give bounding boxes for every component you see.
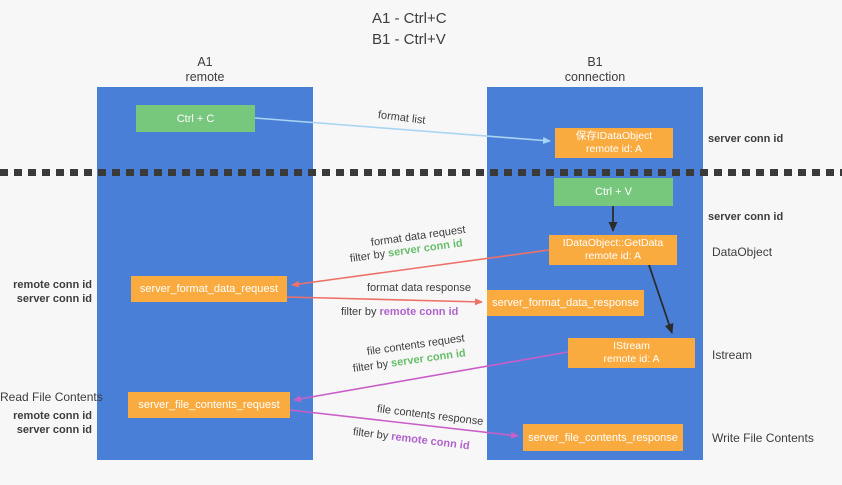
node-idataobject-getdata-line1: IDataObject::GetData [562, 237, 664, 249]
right-label-server-conn-id-2: server conn id [708, 211, 784, 223]
filter-prefix: filter by [349, 247, 389, 265]
flow-label-file-contents-response-filter: filter by remote conn id [352, 426, 470, 452]
right-label-istream: Istream [712, 348, 753, 362]
lifeline-b1-role: connection [564, 70, 626, 84]
lifeline-a1-id: A1 [197, 55, 213, 69]
filter-prefix: filter by [341, 306, 380, 318]
title-line2: B1 - Ctrl+V [372, 31, 446, 48]
node-istream: IStream remote id: A [568, 338, 695, 368]
diagram-title: A1 - Ctrl+C B1 - Ctrl+V [372, 8, 447, 50]
right-label-dataobject: DataObject [712, 245, 773, 259]
filter-prefix: filter by [352, 357, 392, 375]
lifeline-b1-id: B1 [587, 55, 603, 69]
left-label-remote-conn-id-2: remote conn id [13, 410, 92, 422]
node-save-idataobject-line1: 保存IDataObject [575, 130, 653, 142]
phase-divider-dotted-line [0, 169, 842, 176]
node-ctrl-c: Ctrl + C [136, 105, 255, 132]
node-server-format-data-request-label: server_format_data_request [139, 283, 279, 295]
node-istream-line2: remote id: A [603, 353, 660, 365]
filter-highlight-remote-conn-id: remote conn id [379, 306, 459, 318]
flow-label-format-data-response-filter: filter by remote conn id [341, 306, 458, 318]
node-server-file-contents-request-label: server_file_contents_request [138, 399, 280, 411]
lifeline-a1-role: remote [185, 70, 225, 84]
node-server-format-data-response-label: server_format_data_response [492, 297, 639, 309]
lifeline-header-a1: A1 remote [97, 55, 313, 85]
right-label-write-file-contents: Write File Contents [712, 431, 814, 445]
flow-label-file-contents-response: file contents response [376, 403, 484, 428]
node-server-file-contents-request: server_file_contents_request [128, 392, 290, 418]
node-server-file-contents-response: server_file_contents_response [523, 424, 683, 451]
node-ctrl-v: Ctrl + V [554, 178, 673, 206]
node-server-format-data-request: server_format_data_request [131, 276, 287, 302]
node-istream-line1: IStream [613, 340, 650, 352]
right-label-server-conn-id-1: server conn id [708, 133, 784, 145]
left-label-remote-conn-id-1: remote conn id [13, 279, 92, 291]
node-server-file-contents-response-label: server_file_contents_response [528, 431, 678, 444]
flow-label-format-data-response: format data response [367, 282, 471, 294]
filter-highlight-remote-conn-id: remote conn id [390, 430, 471, 453]
node-idataobject-getdata: IDataObject::GetData remote id: A [549, 235, 677, 265]
lifeline-header-b1: B1 connection [487, 55, 703, 85]
node-server-format-data-response: server_format_data_response [487, 290, 644, 316]
node-save-idataobject-line2: remote id: A [585, 143, 643, 155]
node-ctrl-v-label: Ctrl + V [595, 186, 632, 198]
left-label-read-file-contents: Read File Contents [0, 390, 103, 404]
node-idataobject-getdata-line2: remote id: A [584, 250, 642, 262]
node-ctrl-c-label: Ctrl + C [176, 112, 215, 125]
flow-label-format-list: format list [377, 109, 427, 127]
left-label-server-conn-id-1: server conn id [16, 293, 92, 305]
arrow-format-data-response [286, 296, 483, 306]
filter-prefix: filter by [352, 426, 392, 443]
title-line1: A1 - Ctrl+C [372, 10, 447, 27]
node-save-idataobject: 保存IDataObject remote id: A [555, 128, 673, 158]
left-label-server-conn-id-2: server conn id [16, 424, 92, 436]
